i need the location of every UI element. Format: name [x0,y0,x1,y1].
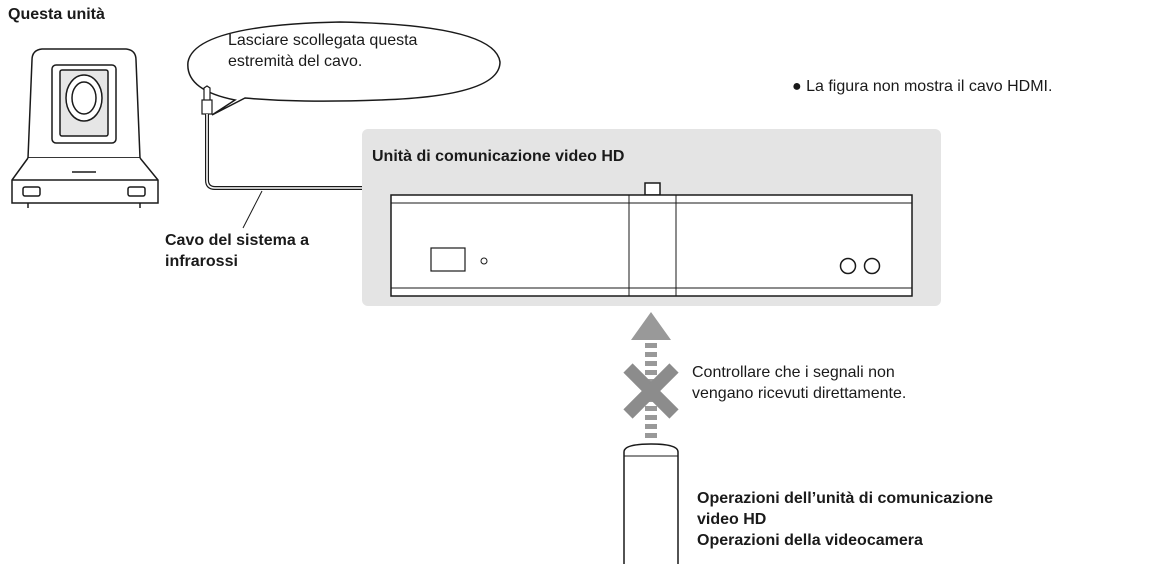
signal-check-text: Controllare che i segnali non vengano ri… [692,362,906,404]
cable-line-1: Cavo del sistema a [165,232,310,249]
ops-line-3: Operazioni della videocamera [697,532,923,549]
cable-label: Cavo del sistema a infrarossi [165,230,309,272]
bubble-line-2: estremità del cavo. [228,53,363,70]
ops-line-1: Operazioni dell’unità di comunicazione [697,490,994,507]
hdmi-note: ● La figura non mostra il cavo HDMI. [792,78,1053,95]
video-unit-device [390,182,913,297]
blocked-x-icon [623,363,679,419]
remote-control-icon [623,443,679,564]
check-line-1: Controllare che i segnali non [692,364,895,381]
speech-bubble [187,21,501,116]
cable-line-2: infrarossi [165,253,238,270]
ops-line-2: video HD [697,511,767,528]
remote-operations-label: Operazioni dell’unità di comunicazione v… [697,488,993,551]
bubble-line-1: Lasciare scollegata questa [228,32,418,49]
infrared-cable [201,85,646,229]
bubble-text: Lasciare scollegata questa estremità del… [228,30,417,72]
video-unit-title: Unità di comunicazione video HD [372,148,625,165]
camera-label: Questa unità [8,6,105,23]
check-line-2: vengano ricevuti direttamente. [692,385,907,402]
camera-illustration [11,48,159,208]
